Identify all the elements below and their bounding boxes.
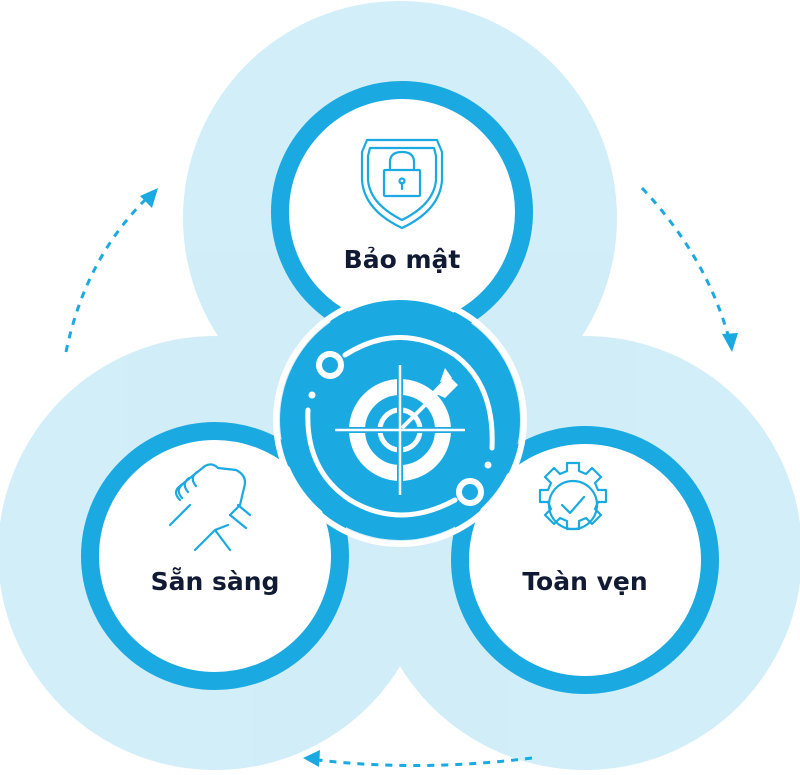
node-label-bao-mat: Bảo mật	[344, 245, 461, 274]
arrow-bottom	[303, 750, 533, 768]
gear-check-icon	[538, 461, 608, 531]
shield-lock-icon	[360, 138, 444, 230]
arrow-left	[64, 188, 158, 353]
node-label-san-sang: Sẵn sàng	[151, 567, 280, 596]
node-label-toan-ven: Toàn vẹn	[522, 567, 647, 596]
target-icon	[305, 335, 495, 518]
node-circle-left	[81, 422, 349, 690]
node-circle-right	[451, 426, 719, 694]
arrow-right	[640, 186, 738, 352]
handshake-icon	[168, 463, 252, 552]
